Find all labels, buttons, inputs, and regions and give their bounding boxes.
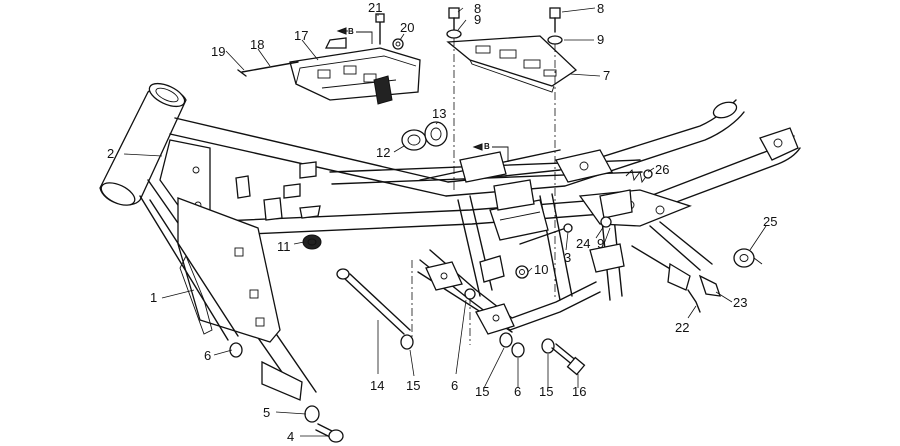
marker-b-upper: B [336,27,373,44]
leader-lines [123,7,767,437]
bolt-3 [519,227,567,245]
callout-18: 18 [250,37,264,52]
nut-20 [392,38,404,50]
callout-15-center: 15 [475,384,489,399]
washer-9-right [547,35,563,45]
bolt-16 [551,343,586,376]
callout-17: 17 [294,28,308,43]
marker-b-middle: B [472,142,509,162]
callout-6-bottom: 6 [514,384,521,399]
svg-text:B: B [484,142,490,151]
callout-13: 13 [432,106,446,121]
callout-15-right: 15 [539,384,553,399]
callout-16: 16 [572,384,586,399]
long-bolt-14 [336,268,411,335]
callout-7: 7 [603,68,610,83]
strap-mount [459,151,507,183]
nut-6-left [229,342,243,358]
callout-1: 1 [150,290,157,305]
callout-8-left: 8 [474,1,481,16]
callout-9-lower: 9 [597,236,604,251]
nut-10 [515,265,529,279]
callout-6-left: 6 [204,348,211,363]
callout-8-right: 8 [597,1,604,16]
callout-11: 11 [277,239,291,254]
callout-15-left: 15 [406,378,420,393]
callout-10: 10 [534,262,548,277]
rubber-buffer-11 [302,234,322,250]
washer-15-right [541,338,555,354]
callout-26: 26 [655,162,669,177]
callout-3: 3 [564,250,571,265]
callout-24: 24 [576,236,590,251]
rubber-mount-13 [424,121,448,147]
callout-2: 2 [107,146,114,161]
battery-tray [289,37,421,105]
callout-9-left: 9 [474,12,481,27]
callout-21: 21 [368,0,382,15]
nut-6-bottom [511,342,525,358]
battery-strap-rod [241,61,299,73]
callout-19: 19 [211,44,225,59]
callout-5: 5 [263,405,270,420]
callout-25: 25 [763,214,777,229]
washer-5 [304,405,320,423]
spring-26 [625,169,653,184]
ignition-lock-25 [733,248,763,268]
svg-text:B: B [348,27,354,36]
callout-6-center: 6 [451,378,458,393]
washer-15-center [499,332,513,348]
cable-22 [631,245,701,313]
washer-15-left [400,334,414,350]
callout-12: 12 [376,145,390,160]
nut-6-center [464,288,476,300]
bolt-4 [315,423,344,443]
grommet-12 [401,129,427,151]
callout-labels: 1 2 3 4 5 6 6 6 7 8 8 9 9 9 10 11 12 13 … [107,0,777,444]
bolt-8-right [549,7,561,19]
callout-23: 23 [733,295,747,310]
steering-head-tube [99,82,187,206]
cover-plate [446,35,578,93]
main-frame [99,82,801,401]
callout-22: 22 [675,320,689,335]
nut-24 [600,216,612,228]
bracket-23 [698,274,721,297]
callout-14: 14 [370,378,384,393]
callout-20: 20 [400,20,414,35]
callout-4: 4 [287,429,294,444]
bolt-8-left [448,7,460,19]
washer-9-left [446,29,462,39]
callout-9-right: 9 [597,32,604,47]
